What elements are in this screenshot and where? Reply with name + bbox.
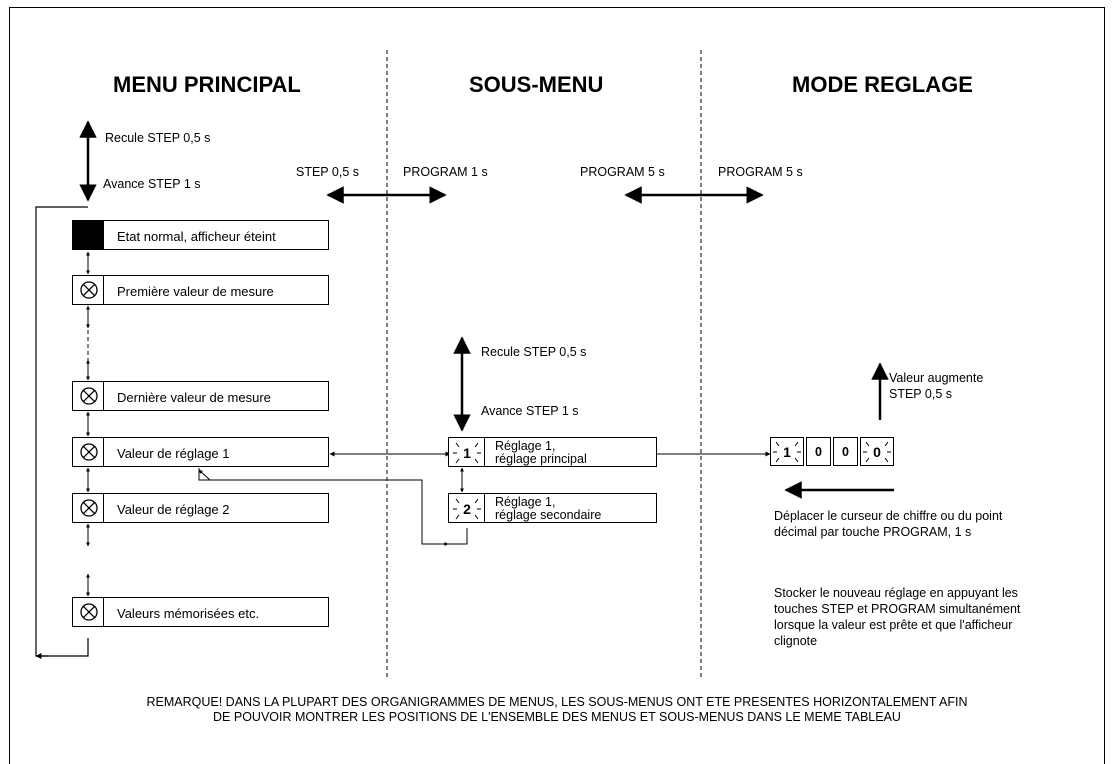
value-increase-label: Valeur augmente — [889, 371, 984, 385]
digit-cell-blinking: 1 — [770, 437, 804, 466]
step-label: STEP 0,5 s — [296, 165, 359, 179]
menu-item-setting-1: Valeur de réglage 1 — [72, 437, 329, 467]
menu-item-label: Valeur de réglage 1 — [117, 446, 230, 461]
program-5s-right-label: PROGRAM 5 s — [718, 165, 803, 179]
header-sous-menu: SOUS-MENU — [469, 72, 604, 97]
menu-item-last-measure: Dernière valeur de mesure — [72, 381, 329, 411]
lamp-icon — [73, 438, 104, 466]
submenu-item-label: Réglage 1, réglage principal — [495, 439, 587, 466]
svg-text:0: 0 — [873, 444, 881, 460]
reglage2-arrow-head — [198, 469, 211, 481]
store-text-2: touches STEP et PROGRAM simultanément — [774, 602, 1021, 616]
cursor-move-text-2: décimal par touche PROGRAM, 1 s — [774, 525, 972, 539]
footnote-line-1: REMARQUE! DANS LA PLUPART DES ORGANIGRAM… — [146, 695, 968, 709]
menu-item-label: Première valeur de mesure — [117, 284, 274, 299]
lamp-icon — [73, 276, 104, 304]
svg-text:2: 2 — [463, 501, 471, 517]
blinking-digit-icon: 2 — [449, 494, 485, 522]
diagram-frame — [9, 7, 1105, 764]
program-1s-label: PROGRAM 1 s — [403, 165, 488, 179]
digit-cell: 0 — [833, 437, 858, 466]
program-5s-left-label: PROGRAM 5 s — [580, 165, 665, 179]
store-text-4: clignote — [774, 634, 818, 648]
svg-text:1: 1 — [463, 445, 471, 461]
menu-item-first-measure: Première valeur de mesure — [72, 275, 329, 305]
lamp-icon — [73, 494, 104, 522]
menu-item-label: Valeurs mémorisées etc. — [117, 606, 260, 621]
cursor-move-text-1: Déplacer le curseur de chiffre ou du poi… — [774, 509, 1003, 523]
main-back-label: Recule STEP 0,5 s — [105, 131, 211, 145]
submenu-item-label: Réglage 1, réglage secondaire — [495, 495, 602, 522]
store-text-3: lorsque la valeur est prête et que l'aff… — [774, 618, 1013, 632]
submenu-item-secondary-setting: 2 Réglage 1, réglage secondaire — [448, 493, 657, 523]
header-menu-principal: MENU PRINCIPAL — [113, 72, 301, 97]
reglage2-connector — [198, 468, 468, 545]
footnote-remark: REMARQUE! DANS LA PLUPART DES ORGANIGRAM… — [0, 695, 1114, 725]
blinking-digit-icon: 1 — [449, 438, 485, 466]
menu-item-label: Etat normal, afficheur éteint — [117, 229, 276, 244]
display-off-icon — [73, 221, 104, 249]
sub-back-label: Recule STEP 0,5 s — [481, 345, 587, 359]
sub-forward-label: Avance STEP 1 s — [481, 404, 579, 418]
store-text-1: Stocker le nouveau réglage en appuyant l… — [774, 586, 1018, 600]
main-forward-label: Avance STEP 1 s — [103, 177, 201, 191]
lamp-icon — [73, 382, 104, 410]
header-mode-reglage: MODE REGLAGE — [792, 72, 973, 97]
digit-cell: 0 — [806, 437, 831, 466]
menu-item-setting-2: Valeur de réglage 2 — [72, 493, 329, 523]
menu-item-stored-values: Valeurs mémorisées etc. — [72, 597, 329, 627]
footnote-line-2: DE POUVOIR MONTRER LES POSITIONS DE L'EN… — [213, 710, 901, 724]
svg-text:1: 1 — [783, 444, 791, 460]
value-increase-step-label: STEP 0,5 s — [889, 387, 952, 401]
menu-item-label: Valeur de réglage 2 — [117, 502, 230, 517]
submenu-item-main-setting: 1 Réglage 1, réglage principal — [448, 437, 657, 467]
menu-item-label: Dernière valeur de mesure — [117, 390, 271, 405]
menu-item-normal-state: Etat normal, afficheur éteint — [72, 220, 329, 250]
lamp-icon — [73, 598, 104, 626]
digit-cell-blinking: 0 — [860, 437, 894, 466]
